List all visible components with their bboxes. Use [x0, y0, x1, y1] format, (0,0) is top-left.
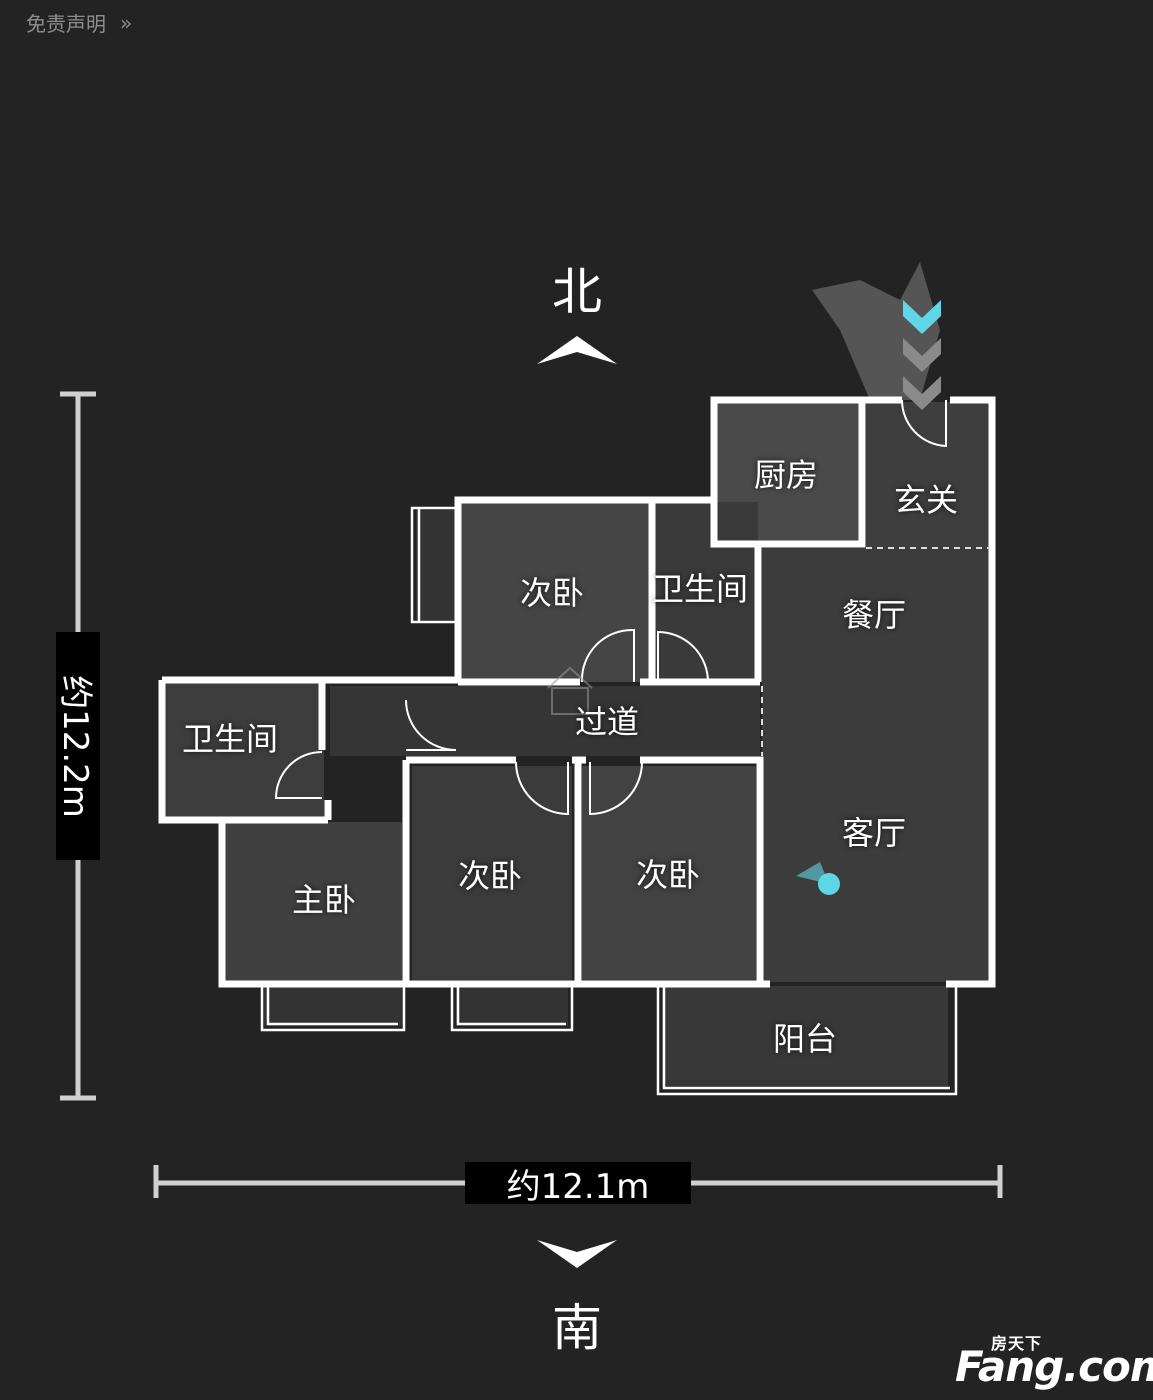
room-label-dining[interactable]: 餐厅: [841, 596, 907, 634]
windows: [160, 446, 958, 1096]
room-label-bathroom-west[interactable]: 卫生间: [181, 720, 279, 758]
watermark-logo-icon: [547, 666, 593, 715]
south-label: 南: [552, 1299, 602, 1357]
height-dimension-text: 约12.2m: [54, 674, 95, 818]
room-fills: [164, 262, 990, 1086]
north-arrow-icon: [537, 336, 617, 364]
room-label-corridor[interactable]: 过道: [574, 703, 640, 741]
room-label-bedroom-south-1[interactable]: 次卧: [457, 857, 523, 895]
height-dimension-label: 约12.2m: [54, 632, 100, 860]
room-label-bathroom-north[interactable]: 卫生间: [651, 570, 749, 608]
door-swings: [274, 399, 947, 816]
room-label-bedroom-south-2[interactable]: 次卧: [635, 856, 701, 894]
brand-en: Fang.com: [955, 1342, 1153, 1391]
room-label-living[interactable]: 客厅: [841, 814, 907, 852]
north-label: 北: [552, 263, 602, 321]
room-label-bedroom-north[interactable]: 次卧: [519, 574, 585, 612]
room-label-kitchen[interactable]: 厨房: [753, 456, 819, 494]
dashed-separators: [761, 547, 990, 756]
room-label-master-bedroom[interactable]: 主卧: [291, 881, 357, 919]
room-label-entrance[interactable]: 玄关: [893, 481, 959, 519]
disclaimer-label: 免责声明: [26, 12, 106, 36]
viewer-position-icon: [796, 862, 840, 895]
entrance-chevrons-icon: [903, 300, 941, 410]
brand-logo: 房天下 Fang.com: [955, 1330, 1153, 1392]
width-dimension-label: 约12.1m: [465, 1162, 691, 1207]
double-chevron-right-icon: »: [120, 10, 133, 35]
south-arrow-icon: [537, 1240, 617, 1268]
disclaimer-link[interactable]: 免责声明 »: [26, 8, 132, 37]
brand-cn: 房天下: [991, 1334, 1043, 1353]
walls: [158, 396, 996, 988]
room-label-balcony[interactable]: 阳台: [772, 1020, 838, 1058]
